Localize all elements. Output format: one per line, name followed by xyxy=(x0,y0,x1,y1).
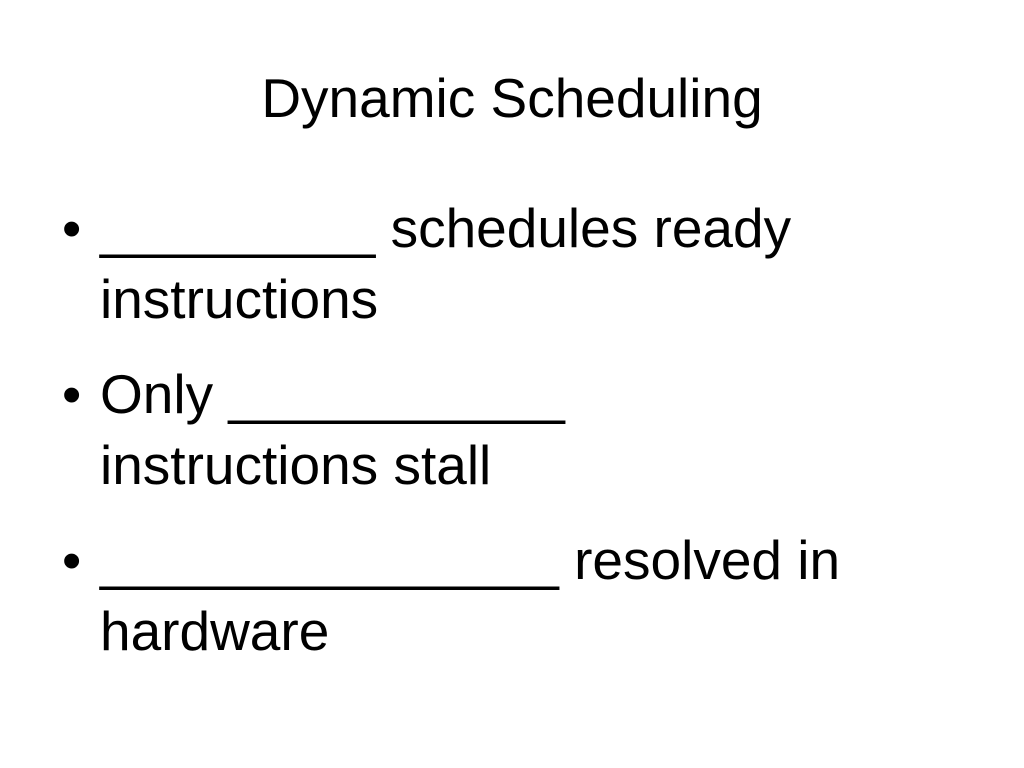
bullet-item-hardware: • _______________ resolved in hardware xyxy=(58,525,988,667)
bullet-text-line: Only ___________ xyxy=(100,363,565,425)
bullet-text-line: instructions stall xyxy=(100,434,492,496)
bullet-icon: • xyxy=(62,363,82,425)
bullet-text-line: _________ schedules ready xyxy=(100,197,792,259)
bullet-icon: • xyxy=(62,529,82,591)
bullet-item-scheduler: • _________ schedules ready instructions xyxy=(58,193,988,335)
bullet-list: • _________ schedules ready instructions… xyxy=(58,193,988,691)
bullet-text-line: instructions xyxy=(100,268,379,330)
bullet-text-line: _______________ resolved in xyxy=(100,529,841,591)
bullet-text-line: hardware xyxy=(100,600,330,662)
bullet-item-stall: • Only ___________ instructions stall xyxy=(58,359,988,501)
bullet-icon: • xyxy=(62,197,82,259)
slide-title: Dynamic Scheduling xyxy=(261,67,763,129)
